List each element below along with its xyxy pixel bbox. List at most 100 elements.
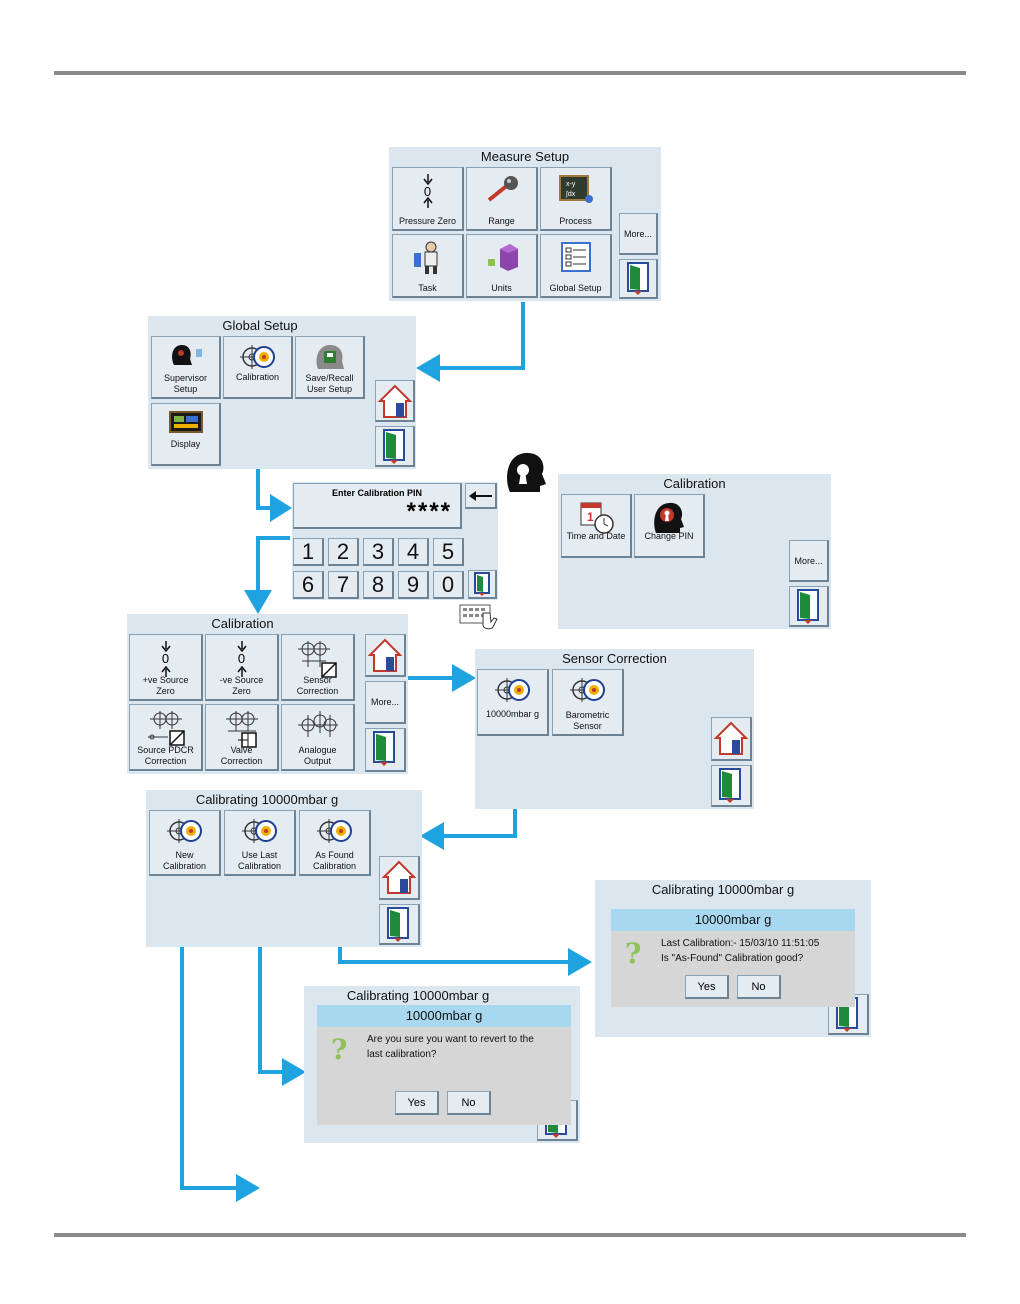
backspace-button[interactable]	[465, 483, 497, 509]
exit-button[interactable]	[375, 426, 415, 467]
zero-glyph: 0	[423, 184, 432, 199]
display-button[interactable]: Display	[151, 403, 221, 466]
button-label: As Found Calibration	[312, 850, 357, 871]
pressure-zero-button[interactable]: 0 Pressure Zero	[392, 167, 464, 231]
sensor-correction-button[interactable]: Sensor Correction	[281, 634, 355, 701]
valve-correction-button[interactable]: Valve Correction	[205, 704, 279, 771]
svg-text:∫dx: ∫dx	[565, 191, 576, 198]
exit-door-icon	[474, 572, 490, 596]
change-pin-button[interactable]: Change PIN	[634, 494, 705, 558]
screen-title: Calibration	[211, 616, 274, 631]
keypad-touch-icon	[459, 604, 498, 630]
more-button[interactable]: More...	[365, 681, 406, 724]
svg-text:x-y: x-y	[566, 181, 576, 188]
button-label: Global Setup	[549, 283, 602, 293]
zero-glyph: 0	[161, 651, 170, 666]
sensor-correction-screen: Sensor Correction 10000mbar g Barometric…	[475, 649, 754, 809]
as-found-calibration-button[interactable]: As Found Calibration	[299, 810, 371, 876]
dialog-line-1: Are you sure you want to revert to the	[367, 1034, 534, 1045]
global-setup-button[interactable]: Global Setup	[540, 234, 612, 298]
exit-door-icon	[387, 907, 409, 942]
key-1[interactable]: 1	[293, 538, 324, 566]
exit-button[interactable]	[468, 570, 497, 599]
key-7[interactable]: 7	[328, 571, 359, 599]
source-pdcr-correction-button[interactable]: Source PDCR Correction	[129, 704, 203, 771]
exit-button[interactable]	[379, 904, 420, 945]
key-6[interactable]: 6	[293, 571, 324, 599]
analogue-output-button[interactable]: Analogue Output	[281, 704, 355, 771]
exit-door-icon	[627, 262, 649, 295]
units-button[interactable]: Units	[466, 234, 538, 298]
home-button[interactable]	[379, 856, 420, 900]
exit-button[interactable]	[365, 728, 406, 772]
button-label: Valve Correction	[220, 745, 263, 766]
change-pin-head-icon	[654, 502, 684, 533]
backspace-arrow-icon	[469, 491, 492, 501]
zero-glyph: 0	[237, 651, 246, 666]
screen-title: Calibrating 10000mbar g	[346, 988, 490, 1003]
button-label: Save/Recall User Setup	[305, 373, 354, 394]
task-button[interactable]: Task	[392, 234, 464, 298]
sensor-10000mbar-button[interactable]: 10000mbar g	[477, 669, 549, 736]
save-recall-button[interactable]: Save/Recall User Setup	[295, 336, 365, 399]
exit-button[interactable]	[619, 259, 658, 299]
key-9[interactable]: 9	[398, 571, 429, 599]
arrow-measure-to-global	[428, 302, 525, 370]
dialog-line-2: Is "As-Found" Calibration good?	[661, 953, 804, 964]
button-label: Process	[559, 216, 592, 226]
exit-button[interactable]	[789, 586, 829, 627]
more-button[interactable]: More...	[619, 213, 658, 255]
valve-correction-icon	[225, 711, 258, 748]
exit-door-icon	[797, 589, 819, 624]
home-icon	[367, 638, 403, 672]
new-calibration-button[interactable]: New Calibration	[149, 810, 221, 876]
negative-source-zero-button[interactable]: 0 -ve Source Zero	[205, 634, 279, 701]
button-label: -ve Source Zero	[219, 675, 264, 696]
barometric-sensor-button[interactable]: Barometric Sensor	[552, 669, 624, 736]
home-icon	[381, 860, 417, 894]
button-label: Source PDCR Correction	[137, 745, 194, 766]
key-0[interactable]: 0	[433, 571, 464, 599]
calibration-target-icon	[239, 345, 275, 369]
key-4[interactable]: 4	[398, 538, 429, 566]
no-button[interactable]: No	[737, 975, 781, 999]
time-and-date-button[interactable]: 1 Time and Date	[561, 494, 632, 558]
positive-source-zero-button[interactable]: 0 +ve Source Zero	[129, 634, 203, 701]
more-button[interactable]: More...	[789, 540, 829, 582]
home-button[interactable]	[375, 380, 415, 422]
asfound-dialog: 10000mbar g ? Last Calibration:- 15/03/1…	[611, 909, 855, 1007]
button-label: 10000mbar g	[485, 709, 540, 719]
exit-button[interactable]	[711, 765, 752, 807]
key-8[interactable]: 8	[363, 571, 394, 599]
process-button[interactable]: x-y ∫dx Process	[540, 167, 612, 231]
top-rule	[54, 71, 966, 75]
supervisor-setup-button[interactable]: Supervisor Setup	[151, 336, 221, 399]
button-label: Calibration	[235, 372, 280, 382]
button-label: Display	[170, 439, 201, 449]
screen-title: Sensor Correction	[562, 651, 667, 666]
supervisor-head-icon	[171, 345, 202, 365]
key-5[interactable]: 5	[433, 538, 464, 566]
question-icon: ?	[625, 937, 642, 970]
range-icon	[487, 176, 518, 202]
calibration-target-icon	[241, 819, 277, 843]
use-last-calibration-button[interactable]: Use Last Calibration	[224, 810, 296, 876]
key-2[interactable]: 2	[328, 538, 359, 566]
exit-door-icon	[719, 768, 741, 803]
calibration-target-icon	[166, 819, 202, 843]
button-label: Range	[488, 216, 515, 226]
analogue-output-icon	[297, 711, 338, 737]
pin-display: Enter Calibration PIN ****	[293, 483, 462, 529]
calibration-button[interactable]: Calibration	[223, 336, 293, 399]
no-button[interactable]: No	[447, 1091, 491, 1115]
key-3[interactable]: 3	[363, 538, 394, 566]
range-button[interactable]: Range	[466, 167, 538, 231]
home-button[interactable]	[711, 717, 752, 761]
yes-button[interactable]: Yes	[395, 1091, 439, 1115]
button-label: +ve Source Zero	[142, 675, 189, 696]
home-button[interactable]	[365, 634, 406, 677]
home-icon	[377, 384, 413, 418]
process-icon: x-y ∫dx	[558, 175, 593, 203]
dialog-header: 10000mbar g	[317, 1005, 571, 1027]
yes-button[interactable]: Yes	[685, 975, 729, 999]
